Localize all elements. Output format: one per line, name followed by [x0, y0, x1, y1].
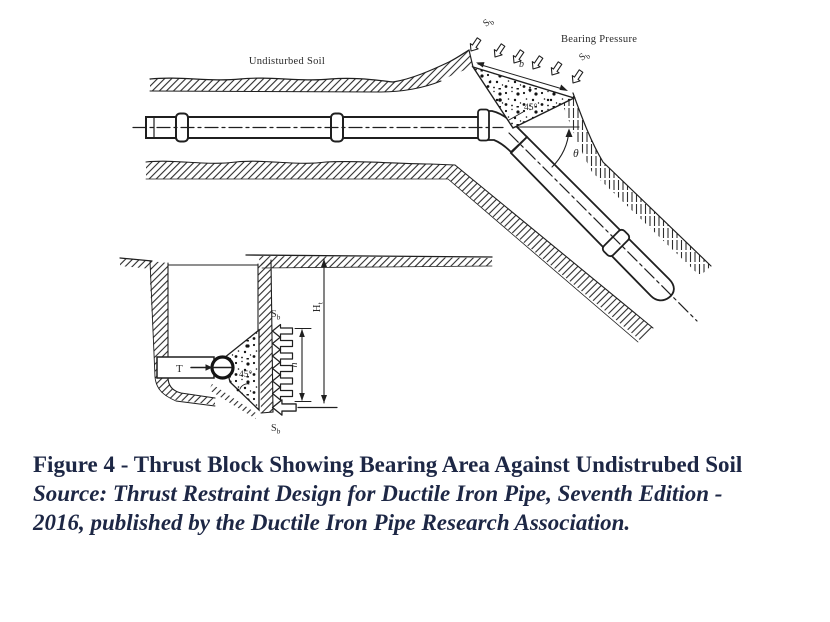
ground-underline-right [261, 265, 493, 269]
caption-source-line1: Source: Thrust Restraint Design for Duct… [33, 481, 723, 506]
trench-right-wall-outer [260, 259, 274, 414]
upper-soil-surface-line [149, 49, 474, 83]
under-block-hatch [209, 384, 256, 419]
ground-line-right [245, 254, 493, 258]
trench-left-wall-outer [149, 260, 216, 407]
bearing-pressure-arrow [271, 386, 294, 401]
angle-45-label-top: 45° [524, 102, 538, 113]
slope-surface-line [572, 92, 712, 267]
ht-dimension-arrowhead [321, 395, 327, 403]
upper-soil-bottom-line [149, 80, 442, 93]
sb-label-upper: Sb [271, 309, 281, 322]
b-dimension-line [477, 63, 567, 91]
bearing-pressure-arrow [547, 59, 565, 79]
theta-label: θ [573, 148, 579, 160]
b-dimension-label: b [519, 59, 524, 70]
trench-right-wall-hatch [258, 260, 273, 413]
h-dimension-arrowhead [299, 329, 305, 337]
ht-dimension-arrowhead [321, 259, 327, 267]
figure-diagram: Undisturbed Soil 45° [119, 15, 712, 436]
caption-title: Figure 4 - Thrust Block Showing Bearing … [33, 452, 743, 477]
thrust-block-bottom-stipple [223, 328, 260, 412]
sb-label-top: Sb [481, 15, 496, 31]
h-dimension-label: h [289, 363, 300, 368]
bearing-pressure-arrow [271, 348, 294, 364]
bearing-pressure-arrow [528, 53, 546, 73]
diagonal-pipe-bell-joint [601, 228, 631, 258]
undisturbed-soil-label: Undisturbed Soil [249, 56, 325, 67]
bearing-pressure-arrow [568, 67, 586, 87]
angle-45-leader [508, 111, 524, 121]
ground-hatch-right [258, 256, 492, 268]
upper-soil-hatch [150, 50, 473, 92]
ht-dimension-label: Ht [312, 301, 325, 312]
theta-arc-arrowhead [565, 128, 573, 137]
figure-caption: Figure 4 - Thrust Block Showing Bearing … [33, 450, 742, 537]
sb-label-lower: Sb [271, 423, 281, 436]
bottom-diagram: T 45° Sb Sb h Ht [119, 254, 493, 436]
caption-source-line2: 2016, published by the Ductile Iron Pipe… [33, 510, 631, 535]
angle-45-arc-bottom [239, 383, 250, 390]
thrust-label: T [176, 363, 183, 375]
diagonal-pipe [509, 135, 675, 302]
lower-soil-hatch [146, 161, 653, 341]
trench-left-wall-hatch [150, 261, 215, 405]
bearing-pressure-label: Bearing Pressure [561, 34, 637, 45]
bearing-pressure-arrow [490, 41, 508, 61]
lower-soil-surface-line [145, 160, 654, 329]
bend-bell-joint [477, 108, 490, 142]
pipe-centerline-diagonal [508, 132, 698, 322]
bearing-pressure-arrow [271, 399, 297, 416]
h-dimension-arrowhead [299, 393, 305, 401]
bearing-pressure-arrow [271, 323, 294, 339]
bearing-pressure-arrow [271, 373, 294, 389]
bearing-pressure-arrow [271, 336, 294, 351]
sb-label-right: Sb [577, 49, 592, 65]
top-diagram: Undisturbed Soil 45° [132, 15, 712, 343]
b-dimension-arrowhead [559, 84, 568, 91]
angle-45-label-bottom: 45° [239, 369, 253, 380]
thrust-arrowhead [205, 364, 213, 371]
b-dimension-arrowhead [476, 62, 485, 68]
ground-line-left [119, 257, 153, 262]
lower-soil-bottom-line [145, 178, 639, 343]
thrust-block-top-stipple [471, 65, 576, 129]
